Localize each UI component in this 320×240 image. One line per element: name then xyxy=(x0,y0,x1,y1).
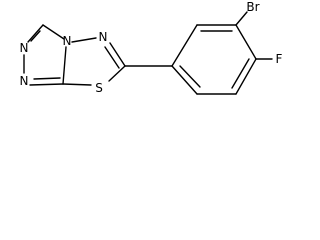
bond-ar6-ar1 xyxy=(171,65,198,95)
bonds xyxy=(23,11,273,95)
atom-n-bridge: N xyxy=(63,34,72,48)
atom-f: F xyxy=(276,52,283,66)
atom-s: S xyxy=(95,81,103,95)
atom-n-upper: N xyxy=(99,30,108,44)
bond-s-c-fused xyxy=(62,83,92,86)
bond-ar3-ar4 xyxy=(235,24,257,60)
bond-c6-s xyxy=(108,65,126,82)
bond-ar4-ar5-double xyxy=(231,58,250,89)
bond-c1-n-left xyxy=(27,24,44,43)
bond-ar6-ar1-double xyxy=(179,65,201,88)
bond-n-bottom-c-fused xyxy=(29,83,64,86)
bond-n-bottom-c-fused-double xyxy=(33,77,61,80)
bond-c1-n-left-double xyxy=(30,30,41,42)
bond-n-upper-c6 xyxy=(109,42,126,67)
bond-ar3-br xyxy=(235,11,248,26)
atom-n-left: N xyxy=(20,41,29,55)
bond-c1-n-bridge xyxy=(42,24,65,40)
molecule-structure: N N N N S Br F xyxy=(20,0,283,95)
atom-labels: N N N N S Br F xyxy=(20,0,283,95)
atom-br: Br xyxy=(246,0,259,14)
bond-n-upper-c6-double xyxy=(104,46,120,69)
bond-ar4-ar5 xyxy=(235,58,257,95)
bond-ar1-ar2 xyxy=(171,24,198,67)
bond-c-fused-n-bridge xyxy=(62,46,67,85)
atom-n-bottom: N xyxy=(20,74,29,88)
bond-n-bridge-n-upper xyxy=(71,37,97,43)
